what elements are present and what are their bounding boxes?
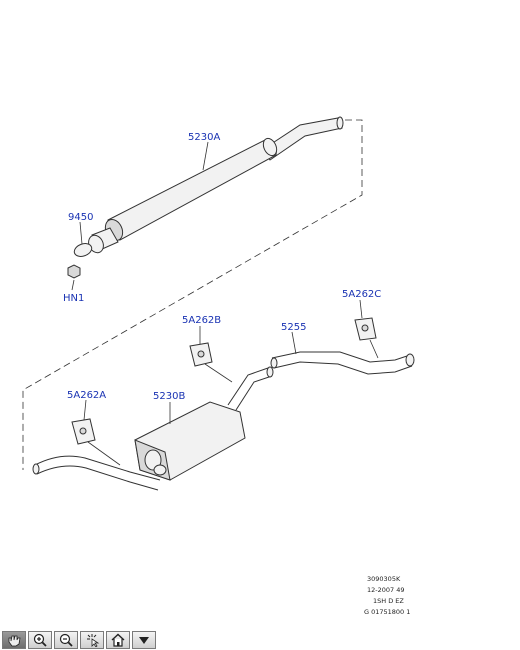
ref-line-3: 1SH D EZ — [373, 597, 404, 605]
callout-5230a[interactable]: 5230A — [188, 132, 220, 143]
ref-line-2: 12-2007 49 — [367, 586, 405, 594]
callout-5230b[interactable]: 5230B — [153, 391, 185, 402]
zoom-out-icon — [59, 633, 73, 647]
viewer-toolbar — [0, 631, 156, 650]
callout-hn1[interactable]: HN1 — [63, 293, 84, 304]
select-part-icon — [87, 634, 100, 647]
home-icon — [111, 633, 125, 647]
menu-down-button[interactable] — [132, 631, 156, 649]
ref-line-1: 3090305K — [367, 575, 401, 583]
reference-code-block: 3090305K 12-2007 49 1SH D EZ G 01751800 … — [364, 575, 410, 616]
hand-pan-icon — [8, 635, 21, 647]
rear-muffler-assembly — [32, 317, 415, 491]
callout-5255[interactable]: 5255 — [281, 322, 306, 333]
callout-5a262c[interactable]: 5A262C — [342, 289, 381, 300]
menu-down-icon — [139, 637, 149, 644]
select-part-button[interactable] — [80, 631, 104, 649]
home-button[interactable] — [106, 631, 130, 649]
zoom-in-icon — [33, 633, 47, 647]
callout-9450[interactable]: 9450 — [68, 212, 93, 223]
callout-5a262b[interactable]: 5A262B — [182, 315, 221, 326]
zoom-in-button[interactable] — [28, 631, 52, 649]
callout-5a262a[interactable]: 5A262A — [67, 390, 106, 401]
front-muffler-assembly — [67, 116, 344, 279]
ref-line-4: G 01751800 1 — [364, 608, 410, 616]
pan-button[interactable] — [2, 631, 26, 649]
exhaust-diagram: 5230A 9450 HN1 5A262C 5A262B 5255 5A262A… — [22, 116, 415, 616]
zoom-out-button[interactable] — [54, 631, 78, 649]
assembly-dashed-outline — [22, 119, 363, 470]
